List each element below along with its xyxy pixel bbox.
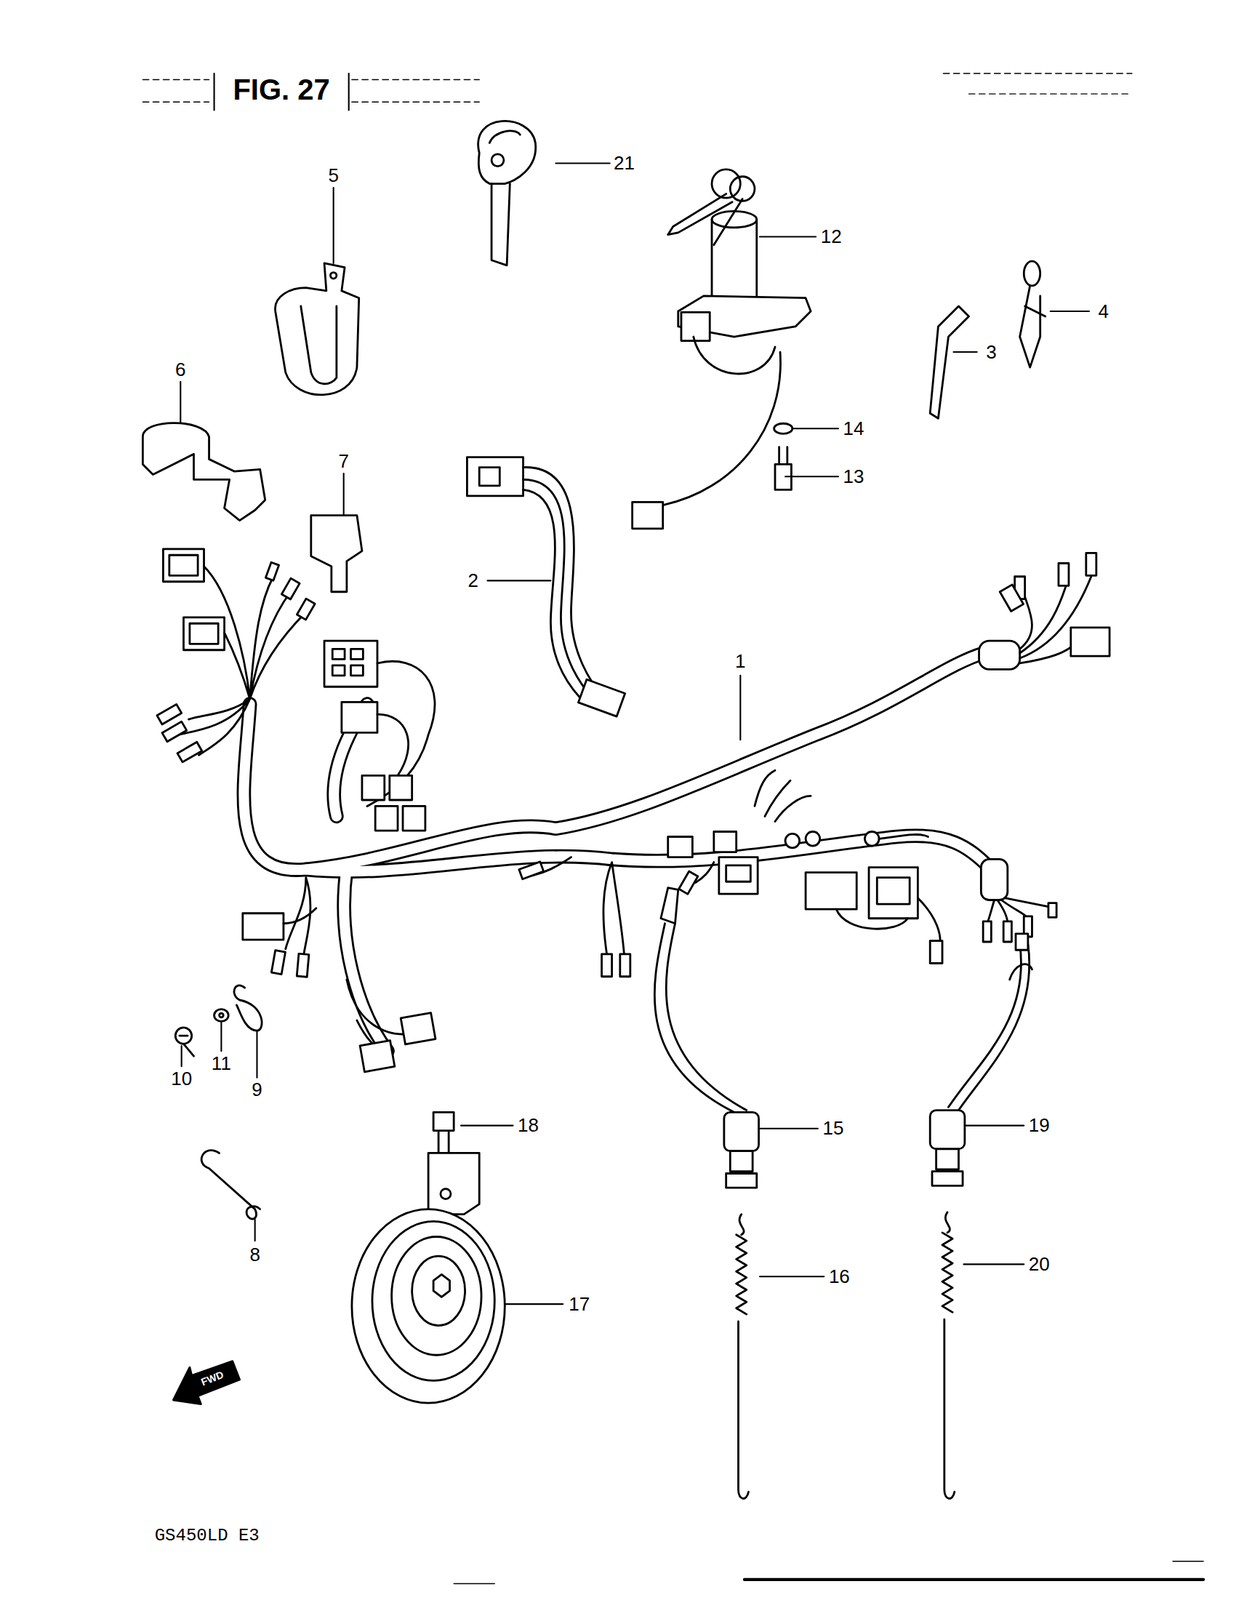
model-code: GS450LD E3 [154,1526,260,1545]
callout-number: 1 [735,651,746,671]
callout-number: 17 [568,1294,590,1314]
callout-number: 21 [613,153,635,173]
callout-number: 11 [211,1053,232,1073]
callout-number: 8 [249,1244,260,1264]
callout-number: 15 [822,1118,844,1138]
callout-number: 18 [517,1115,539,1135]
callout-number: 12 [820,226,842,246]
callout-number: 13 [843,466,865,486]
callout-number: 7 [338,451,349,471]
callout-number: 9 [251,1079,262,1099]
callout-number: 3 [985,342,997,362]
callout-number: 10 [170,1068,192,1088]
callout-number: 4 [1097,301,1109,321]
callout-number: 6 [175,359,186,379]
callout-number: 2 [468,570,479,590]
callout-number: 14 [843,418,865,438]
callout-number: 5 [327,165,339,185]
callout-number: 16 [828,1266,850,1286]
figure-title: FIG. 27 [232,74,330,104]
callout-number: 20 [1028,1254,1050,1274]
callout-number: 19 [1028,1115,1050,1135]
